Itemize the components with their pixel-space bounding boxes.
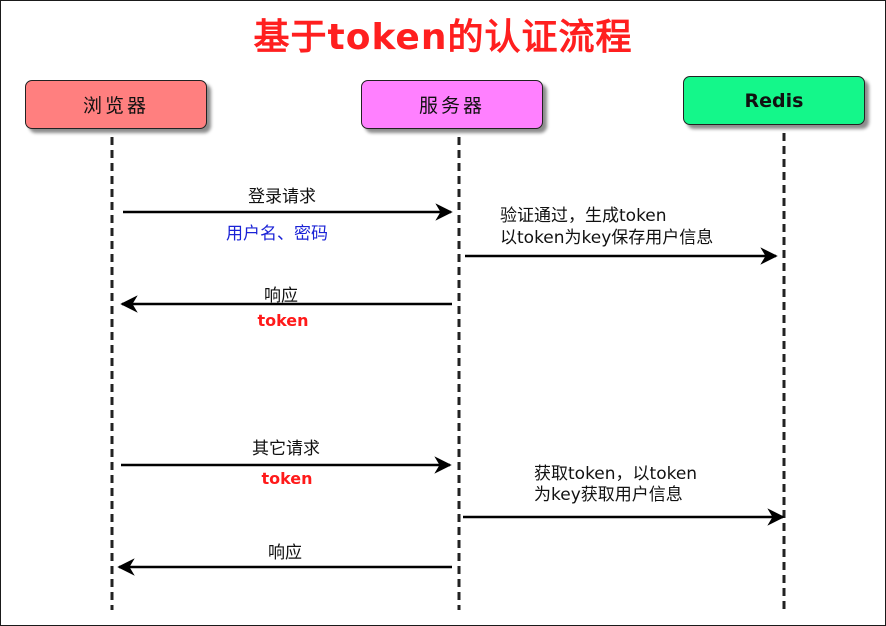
actor-redis: Redis — [683, 76, 865, 125]
label-login-request: 登录请求 — [248, 187, 316, 207]
actor-server-label: 服务器 — [418, 95, 485, 117]
actor-redis-label: Redis — [744, 89, 804, 112]
label-other-request: 其它请求 — [252, 439, 320, 459]
label-login-params: 用户名、密码 — [226, 224, 328, 244]
diagram-title: 基于token的认证流程 — [253, 17, 633, 58]
label-response-1-token: token — [257, 311, 309, 330]
note-fetch-line1: 获取token，以token — [534, 464, 698, 484]
actor-browser: 浏览器 — [25, 80, 207, 129]
actor-browser-label: 浏览器 — [82, 95, 149, 117]
note-store-line2: 以token为key保存用户信息 — [500, 228, 714, 248]
note-fetch-line2: 为key获取用户信息 — [534, 485, 683, 505]
actor-server: 服务器 — [361, 80, 543, 129]
label-response-2: 响应 — [268, 543, 302, 563]
label-response-1: 响应 — [264, 286, 298, 306]
label-other-request-token: token — [261, 469, 313, 488]
note-store-line1: 验证通过，生成token — [500, 206, 667, 226]
